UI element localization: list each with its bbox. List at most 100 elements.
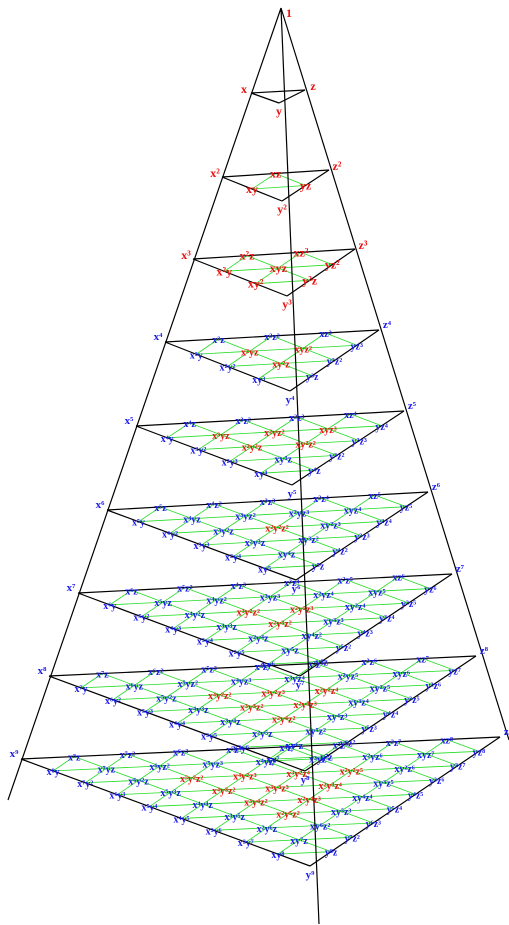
monomial-label: y⁵z² (336, 643, 351, 654)
corner-label-y: y⁷ (296, 679, 306, 691)
grid-line (80, 669, 455, 689)
monomial-label: xy²z⁵ (370, 683, 390, 694)
corner-label-y: y⁹ (306, 869, 316, 881)
monomial-label: x⁴z⁴ (255, 662, 270, 673)
grid-line (272, 756, 327, 760)
corner-label-x: x⁴ (154, 331, 164, 343)
monomial-label: y⁶z (315, 657, 328, 668)
monomial-label: y⁵z (312, 561, 325, 572)
monomial-label: x⁶y²z (128, 776, 149, 787)
monomial-label: x³yz² (235, 512, 255, 523)
monomial-label: xy³z² (298, 535, 318, 546)
monomial-label: x³yz³ (260, 593, 280, 604)
grid-line (160, 506, 319, 566)
monomial-label: y⁴z³ (357, 628, 372, 639)
monomial-label: x³ (181, 248, 191, 262)
monomial-label: x²z⁷ (386, 738, 401, 749)
grid-line (245, 741, 394, 843)
level-edge-zy (278, 89, 306, 104)
grid-lines (52, 173, 480, 855)
monomial-label: x⁴y³z (188, 705, 209, 716)
monomial-label: xy (246, 182, 258, 196)
grid-line (52, 756, 75, 772)
grid-line (184, 587, 344, 648)
monomial-label: xyz⁴ (344, 506, 361, 517)
monomial-label: xz⁴ (344, 410, 356, 421)
grid-line (264, 494, 375, 569)
monomial-label: x⁵yz² (178, 679, 198, 690)
grid-line (141, 602, 409, 618)
monomial-label: x⁶y² (105, 696, 121, 707)
monomial-label: y²z³ (351, 437, 366, 448)
monomial-label: x⁴yz³ (231, 676, 251, 687)
monomial-label: x⁴yz (183, 515, 201, 526)
grid-line (264, 564, 319, 569)
monomial-label: x⁶yz (126, 681, 144, 692)
level-edge-xy (48, 675, 306, 772)
monomial-label: x²y³z⁴ (319, 781, 342, 792)
monomial-label: x⁶z³ (173, 748, 188, 759)
level-edge-zy (291, 410, 405, 486)
grid-line (85, 765, 458, 784)
pyramid-edge-x (7, 7, 282, 801)
grid-line (236, 579, 346, 653)
grid-line (422, 658, 455, 671)
level-edge-xz (20, 736, 501, 760)
monomial-label: x⁸z (68, 753, 81, 764)
monomial-label: yz² (325, 258, 340, 272)
monomial-label: x⁴z⁵ (279, 743, 294, 754)
monomial-label: x⁸y (47, 767, 60, 778)
monomial-label: y⁷z (320, 753, 333, 764)
monomial-label: y³z² (329, 451, 344, 462)
monomial-label: xyz (270, 261, 288, 275)
grid-line (117, 751, 181, 795)
corner-label-z: z⁵ (408, 400, 417, 412)
corner-label-x: x⁵ (125, 415, 135, 427)
level-edge-xz (221, 169, 330, 178)
monomial-label: xy⁵z³ (331, 807, 351, 818)
monomial-label: x³z³ (260, 497, 275, 508)
monomial-label: y²z (302, 273, 318, 287)
monomial-label: x²y² (220, 363, 236, 374)
level-edge-xy (135, 425, 293, 486)
grid-line (201, 500, 268, 546)
monomial-label: x⁵z (154, 503, 167, 514)
monomial-label: x²y³ (222, 457, 238, 468)
monomial-label: xz⁸ (441, 735, 453, 746)
level-edge-xy (20, 758, 311, 867)
monomial-label: xy⁷z (290, 836, 308, 847)
monomial-label: x²y⁴z (248, 634, 269, 645)
monomial-label: y⁸z (325, 848, 338, 859)
grid-line (446, 739, 480, 752)
monomial-label: x³y²z (213, 526, 234, 537)
level-edge-zy (295, 491, 429, 581)
monomial-label: xyz⁷ (417, 750, 434, 761)
grid-line (131, 589, 322, 662)
monomial-label: yz³ (351, 341, 363, 352)
corner-label-y: y⁵ (288, 488, 298, 500)
corner-label-x: x⁹ (10, 748, 20, 760)
monomial-label: xy³z⁴ (348, 698, 368, 709)
monomial-label: x²z² (264, 332, 279, 343)
monomial-label: x²z⁶ (362, 657, 377, 668)
monomial-label: x³yz⁵ (309, 755, 329, 766)
pyramid-edge-y (280, 7, 320, 925)
monomial-label: xz² (294, 245, 309, 259)
monomial-label: y³z⁵ (404, 695, 419, 706)
monomial-label: x⁵y²z (156, 693, 177, 704)
monomial-label: x²yz³ (289, 509, 309, 520)
grid-line (258, 375, 313, 380)
monomial-label: x³z (212, 335, 225, 346)
monomial-label: x³y³ (194, 541, 210, 552)
level-edge-xz (77, 573, 453, 594)
monomial-label: x³y²z⁴ (286, 769, 309, 780)
monomial-label: x⁷y (75, 684, 88, 695)
monomial-label: x⁴z² (206, 500, 221, 511)
monomial-label: x⁴y² (162, 529, 178, 540)
monomial-label: x²y⁵ (229, 648, 245, 659)
grid-line (196, 344, 357, 355)
monomial-label: x⁴y³ (165, 625, 181, 636)
grid-line (251, 185, 306, 190)
monomial-label: xy²z⁴ (345, 602, 365, 613)
level-edge-zy (309, 736, 501, 867)
